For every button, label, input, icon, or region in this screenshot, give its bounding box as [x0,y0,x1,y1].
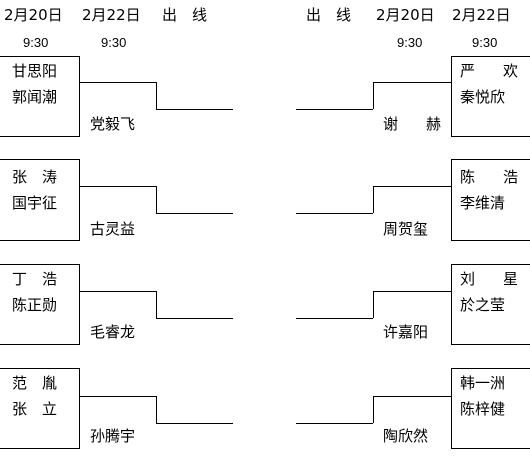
right-m4-out [296,423,373,424]
left-m3-line-top [0,264,79,265]
left-m3-winner: 毛睿龙 [90,323,136,341]
right-m3-player-a-last: 星 [502,270,518,288]
right-m3-line-bottom [451,344,530,345]
left-m3-line-bottom [0,344,79,345]
right-m1-player-b: 秦悦欣 [460,88,506,106]
right-m1-out [296,109,373,110]
right-m3-player-a-first: 刘 [460,270,476,288]
right-m1-r2-connector [373,82,374,109]
right-m3-player-b: 於之莹 [460,296,506,314]
right-m4-r2-connector [373,396,374,423]
right-m1-winner-first: 谢 [383,115,399,133]
header-left-round2: 2月22日 [82,6,141,24]
left-m2-winner: 古灵益 [90,220,136,238]
left-m1-line-bottom [0,136,79,137]
left-m4-player-a: 范 胤 [12,374,58,392]
right-m3-player-a: 刘星 [460,269,518,289]
left-m4-out [156,423,233,424]
left-m1-connector [79,56,80,137]
right-m2-player-a: 陈浩 [460,167,518,187]
right-m2-out [296,213,373,214]
right-m4-connector [451,368,452,449]
left-m3-out [156,318,233,319]
right-m1-winner-last: 赫 [425,115,441,133]
left-m1-r2-top [79,82,156,83]
right-m1-winner: 谢赫 [383,114,441,134]
header-right-final: 出 线 [306,6,352,24]
left-m4-r2-connector [156,396,157,423]
left-m4-line-top [0,368,79,369]
right-m3-out [296,318,373,319]
left-m3-r2-top [79,291,156,292]
left-m3-player-a: 丁 浩 [12,270,58,288]
right-m4-winner: 陶欣然 [383,427,429,445]
right-m2-r2-connector [373,186,374,213]
right-m1-player-a-last: 欢 [502,62,518,80]
left-m2-player-a: 张 涛 [12,168,58,186]
right-m4-line-top [451,368,530,369]
right-m2-r2-top [373,186,451,187]
right-m3-connector [451,264,452,345]
right-m4-player-b: 陈梓健 [460,400,506,418]
left-m4-player-b: 张 立 [12,400,58,418]
right-m1-player-a: 严欢 [460,61,518,81]
left-m4-winner: 孙腾宇 [90,427,136,445]
right-m3-r2-top [373,291,451,292]
left-m1-out [156,109,233,110]
left-m2-connector [79,159,80,241]
left-m4-connector [79,368,80,449]
time-right-round1: 9:30 [397,35,423,50]
header-left-round1: 2月20日 [4,6,63,24]
left-m3-connector [79,264,80,345]
left-m1-player-b: 郭闻潮 [12,88,58,106]
right-m3-winner: 许嘉阳 [383,323,429,341]
right-m2-line-bottom [451,240,530,241]
time-left-round2: 9:30 [101,35,127,50]
left-m1-winner: 党毅飞 [90,115,136,133]
right-m4-line-bottom [451,448,530,449]
left-m3-r2-connector [156,291,157,318]
left-m1-r2-connector [156,82,157,109]
left-m4-line-bottom [0,448,79,449]
left-m1-player-a: 甘思阳 [12,62,58,80]
left-m4-r2-top [79,396,156,397]
right-m1-line-top [451,56,530,57]
right-m3-line-top [451,264,530,265]
header-right-round2: 2月22日 [452,6,511,24]
left-m2-line-top [0,159,79,160]
right-m2-player-b: 李维清 [460,194,506,212]
time-left-round1: 9:30 [23,35,49,50]
left-m2-line-bottom [0,240,79,241]
left-m3-player-b: 陈正勋 [12,296,58,314]
header-right-round1: 2月20日 [376,6,435,24]
right-m2-player-a-first: 陈 [460,168,476,186]
header-left-final: 出 线 [162,6,208,24]
right-m4-player-a: 韩一洲 [460,374,506,392]
left-m2-out [156,213,233,214]
right-m3-r2-connector [373,291,374,318]
left-m2-r2-connector [156,186,157,213]
right-m2-connector [451,159,452,241]
right-m1-connector [451,56,452,137]
left-m1-line-top [0,56,79,57]
time-right-round2: 9:30 [472,35,498,50]
right-m2-winner: 周贺玺 [383,220,429,238]
right-m1-r2-top [373,82,451,83]
left-m2-player-b: 国宇征 [12,194,58,212]
right-m1-player-a-first: 严 [460,62,476,80]
right-m2-line-top [451,159,530,160]
right-m2-player-a-last: 浩 [502,168,518,186]
left-m2-r2-top [79,186,156,187]
right-m4-r2-top [373,396,451,397]
right-m1-line-bottom [451,136,530,137]
